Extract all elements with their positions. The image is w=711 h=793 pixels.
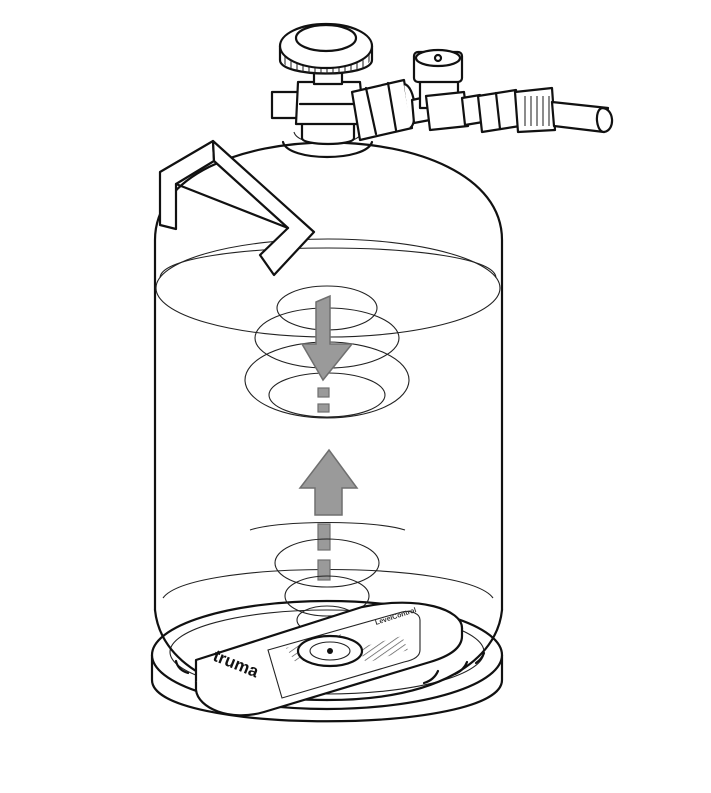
arrow-up-icon	[298, 448, 359, 581]
handwheel[interactable]	[278, 22, 374, 75]
arrow-down-icon	[300, 294, 354, 413]
carry-handle	[158, 139, 316, 277]
valve-assembly	[270, 22, 614, 146]
level-sensor: truma LevelControl	[194, 601, 464, 717]
